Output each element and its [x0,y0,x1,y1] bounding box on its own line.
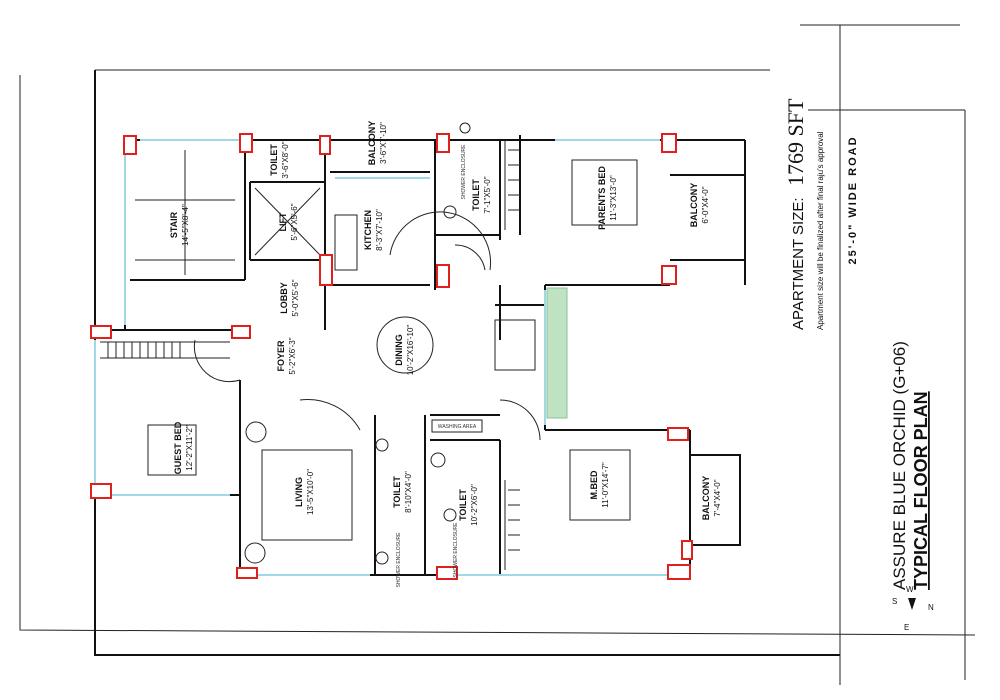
compass-e: E [904,623,909,632]
room-name: GUEST BED [173,421,183,474]
road-label: 25'-0" WIDE ROAD [847,135,859,264]
room-lift: LIFT 5'-6"X5'-6" [278,203,299,240]
landscape-strip [546,287,568,419]
room-name: M.BED [589,470,599,500]
interior-walls [130,135,545,575]
room-name: STAIR [169,211,179,238]
room-name: LIFT [278,212,288,231]
room-name: BALCONY [367,121,377,166]
compass-w: W [906,585,914,594]
furniture [147,122,638,565]
apartment-size-note: Apartment size will be finalized after f… [816,131,825,330]
room-balcony-bottom: BALCONY 7'-4"X4'-0" [701,476,722,521]
room-dimension: 10'-2"X16'-10" [406,325,415,376]
room-name: LIVING [294,477,304,507]
room-dimension: 5'-2"X6'-3" [288,337,297,374]
room-toilet-mid: TOILET 7'-1"X5'-0" [471,176,492,213]
room-name: BALCONY [701,476,711,521]
room-dimension: 12'-2"X11'-2" [185,425,194,471]
room-name: TOILET [392,476,402,508]
stair-treads [100,140,520,570]
north-arrow-icon [908,598,916,610]
room-dimension: 11'-3"X13'-0" [609,175,618,221]
room-name: LOBBY [279,282,289,314]
road-name: 25'-0" WIDE ROAD [847,135,859,264]
room-dimension: 8'-10"X4'-0" [404,471,413,513]
room-dimension: 3'-6"X7'-10" [379,122,388,164]
room-m-bed: M.BED 11'-0"X14'-7" [589,462,610,508]
room-name: KITCHEN [363,210,373,250]
room-name: PARENTS BED [597,166,607,230]
room-balcony-right: BALCONY 6'-0"X4'-0" [689,183,710,228]
structural-columns [90,133,693,580]
room-toilet-a: TOILET 8'-10"X4'-0" [392,471,413,513]
room-foyer: FOYER 5'-2"X6'-3" [276,337,297,374]
room-stair-top: STAIR 14'-5"X8'-4" [169,204,190,246]
compass-n: N [928,603,934,612]
room-dimension: 5'-6"X5'-6" [290,203,299,240]
lift-shaft [254,187,321,256]
door-swings [193,211,541,441]
apartment-size-value: 1769 SFT [783,98,808,186]
room-guest-bed: GUEST BED 12'-2"X11'-2" [173,421,194,474]
apartment-size-block: APARTMENT SIZE: 1769 SFT Apartment size … [783,98,825,330]
room-dimension: 5'-0"X5'-6" [291,279,300,316]
room-dimension: 11'-0"X14'-7" [601,462,610,508]
apartment-size-label: APARTMENT SIZE: [790,197,807,330]
room-lobby: LOBBY 5'-0"X5'-6" [279,279,300,316]
svg-text:SHOWER ENCLOSURE: SHOWER ENCLOSURE [461,144,467,200]
project-title-block: ASSURE BLUE ORCHID (G+06) TYPICAL FLOOR … [890,341,931,590]
room-name: TOILET [269,144,279,176]
svg-text:SHOWER ENCLOSURE: SHOWER ENCLOSURE [453,522,459,578]
room-dimension: 6'-0"X4'-0" [701,186,710,223]
room-dimension: 13'-5"X10'-0" [306,469,315,515]
plan-title: TYPICAL FLOOR PLAN [911,391,931,590]
room-dining: DINING 10'-2"X16'-10" [394,325,415,376]
room-parents-bed: PARENTS BED 11'-3"X13'-0" [597,166,618,230]
room-name: FOYER [276,340,286,372]
project-name: ASSURE BLUE ORCHID (G+06) [890,341,909,590]
compass-s: S [892,597,897,606]
room-dimension: 7'-4"X4'-0" [713,479,722,516]
room-dimension: 10'-2"X6'-0" [470,484,479,526]
room-kitchen: KITCHEN 8'-3"X7'-10" [363,209,384,251]
drawing-frame [19,24,976,685]
glazing [94,139,680,576]
room-dimension: 3'-6"X8'-0" [281,141,290,178]
room-dimension: 7'-1"X5'-0" [483,176,492,213]
washing-area-note: WASHING AREA [438,424,477,430]
svg-text:SHOWER ENCLOSURE: SHOWER ENCLOSURE [396,532,402,588]
room-balcony-top: BALCONY 3'-6"X7'-10" [367,121,388,166]
shower-enclosure-note-1: SHOWER ENCLOSURE [461,144,467,200]
room-name: DINING [394,334,404,366]
room-toilet-b: TOILET 10'-2"X6'-0" [458,484,479,526]
room-name: TOILET [458,489,468,521]
room-name: BALCONY [689,183,699,228]
compass: S W E N [892,585,934,632]
room-dimension: 8'-3"X7'-10" [375,209,384,251]
shower-enclosure-note-3: SHOWER ENCLOSURE [453,522,459,578]
room-name: TOILET [471,179,481,211]
shower-enclosure-note-2: SHOWER ENCLOSURE [396,532,402,588]
room-toilet-top: TOILET 3'-6"X8'-0" [269,141,290,178]
room-dimension: 14'-5"X8'-4" [181,204,190,246]
room-living: LIVING 13'-5"X10'-0" [294,469,315,515]
svg-text:APARTMENT SIZE: 1769 SFT: APARTMENT SIZE: 1769 SFT [783,98,808,330]
